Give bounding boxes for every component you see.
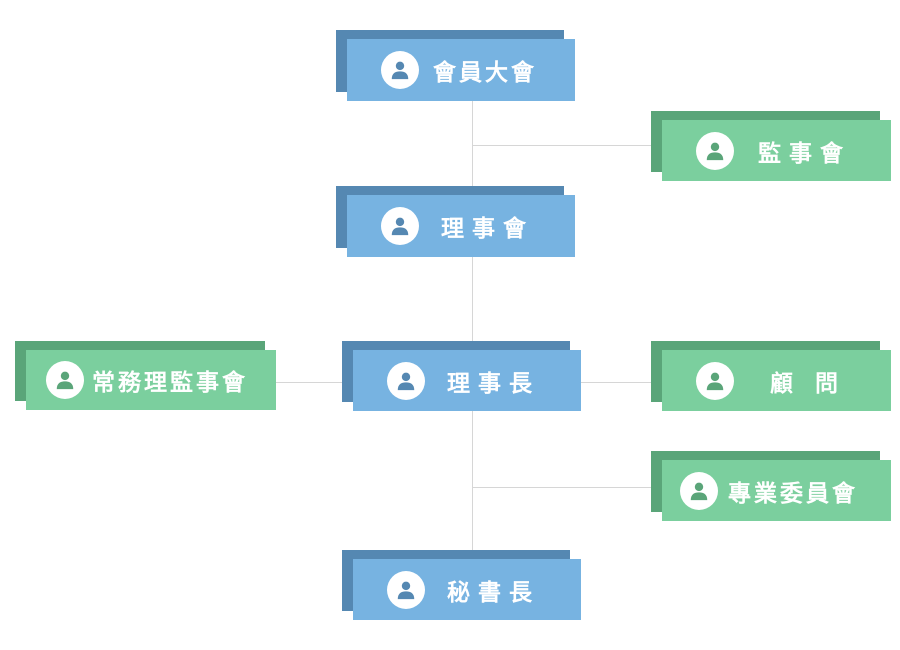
user-icon	[680, 471, 718, 510]
node-board: 理事會	[336, 186, 575, 257]
node-label: 會員大會	[433, 60, 537, 86]
node-face: 常務理監事會	[26, 350, 276, 410]
user-icon	[696, 361, 734, 400]
connector-special-committee	[472, 487, 662, 488]
node-face: 會員大會	[347, 39, 575, 101]
node-general-assembly: 會員大會	[336, 30, 575, 101]
connector-advisor	[580, 382, 662, 383]
user-icon	[46, 361, 84, 399]
node-advisor: 顧問	[651, 341, 891, 411]
node-label: 秘書長	[447, 579, 540, 606]
node-label: 理事長	[447, 370, 540, 397]
user-icon	[381, 51, 419, 89]
user-icon	[696, 131, 734, 170]
node-secretary-general: 秘書長	[342, 550, 581, 620]
user-icon	[381, 207, 419, 245]
node-chairman: 理事長	[342, 341, 581, 411]
node-label: 顧問	[770, 370, 860, 397]
node-face: 理事長	[353, 350, 581, 411]
connector-trunk	[472, 100, 473, 552]
node-face: 監事會	[662, 120, 891, 181]
user-icon	[387, 361, 425, 400]
user-icon	[387, 570, 425, 609]
node-face: 理事會	[347, 195, 575, 257]
connector-supervisors	[472, 145, 662, 146]
node-standing-committee: 常務理監事會	[15, 341, 276, 410]
node-label: 理事會	[441, 216, 534, 242]
node-special-committee: 專業委員會	[651, 451, 891, 521]
node-label: 常務理監事會	[92, 370, 248, 396]
node-label: 監事會	[758, 140, 851, 167]
node-face: 秘書長	[353, 559, 581, 620]
node-label: 專業委員會	[728, 480, 858, 507]
node-face: 顧問	[662, 350, 891, 411]
node-face: 專業委員會	[662, 460, 891, 521]
node-supervisors: 監事會	[651, 111, 891, 181]
connector-standing-committee	[276, 382, 356, 383]
